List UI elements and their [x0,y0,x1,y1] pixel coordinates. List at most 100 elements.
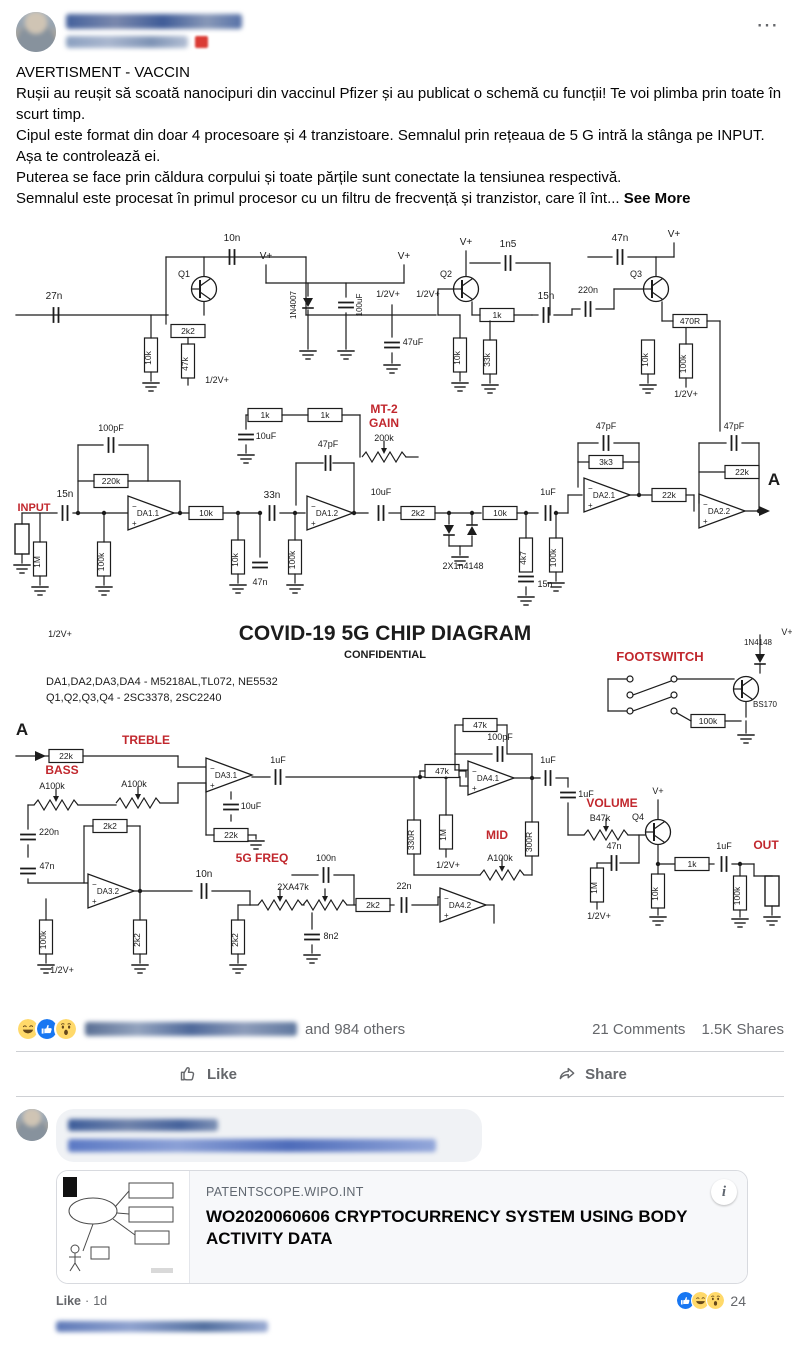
svg-text:BASS: BASS [45,763,78,777]
svg-text:15n: 15n [537,579,552,589]
svg-text:COVID-19 5G CHIP DIAGRAM: COVID-19 5G CHIP DIAGRAM [239,622,532,645]
svg-text:2k2: 2k2 [230,933,240,947]
svg-text:−: − [703,500,708,509]
comment-reaction-count: 24 [730,1292,746,1309]
svg-text:47pF: 47pF [596,421,617,431]
svg-text:+: + [472,784,477,793]
svg-text:300R: 300R [524,832,534,852]
svg-text:33k: 33k [482,352,492,366]
svg-text:100k: 100k [699,716,718,726]
svg-text:1/2V+: 1/2V+ [674,389,698,399]
info-icon: i [721,1183,727,1200]
svg-text:DA3.2: DA3.2 [97,887,120,896]
svg-text:+: + [210,781,215,790]
svg-text:1uF: 1uF [540,755,556,765]
reply-row-redacted[interactable] [56,1321,268,1332]
svg-text:200k: 200k [374,433,394,443]
svg-text:1k: 1k [688,859,698,869]
others-count[interactable]: and 984 others [305,1020,406,1038]
commenter-avatar[interactable] [16,1109,48,1141]
comment-reactions[interactable]: 24 [676,1291,746,1310]
svg-text:10k: 10k [143,350,153,364]
svg-text:V+: V+ [260,251,273,262]
comment-link-redacted[interactable] [68,1139,436,1152]
link-card-content: PATENTSCOPE.WIPO.INT WO2020060606 CRYPTO… [190,1171,747,1283]
svg-text:220n: 220n [39,827,59,837]
svg-text:220k: 220k [102,476,121,486]
svg-text:10n: 10n [224,233,241,244]
svg-text:−: − [444,894,449,903]
svg-text:47pF: 47pF [724,421,745,431]
svg-text:−: − [588,484,593,493]
share-button[interactable]: Share [400,1052,784,1096]
svg-text:MT-2: MT-2 [370,402,398,416]
dot-separator: · [85,1293,90,1308]
author-name-redacted[interactable] [66,14,242,29]
svg-text:2XA47k: 2XA47k [277,882,309,892]
share-arrow-icon [559,1067,575,1080]
svg-text:V+: V+ [668,229,681,240]
svg-text:B47k: B47k [590,813,611,823]
svg-text:+: + [588,501,593,510]
svg-text:10k: 10k [230,552,240,566]
svg-text:1/2V+: 1/2V+ [436,860,460,870]
comment-footer: Like · 1d 24 [56,1291,746,1310]
svg-text:10k: 10k [493,508,507,518]
reactor-names-redacted[interactable] [85,1022,297,1036]
like-button[interactable]: Like [16,1052,400,1096]
svg-text:1N4148: 1N4148 [744,638,773,647]
comments-count[interactable]: 21 Comments [592,1020,686,1038]
svg-text:100uF: 100uF [355,294,364,317]
comment-time[interactable]: 1d [93,1293,108,1308]
svg-text:A100k: A100k [121,779,147,789]
svg-text:INPUT: INPUT [18,502,51,514]
svg-text:27n: 27n [46,291,63,302]
info-button[interactable]: i [711,1179,737,1205]
svg-text:100k: 100k [732,886,742,905]
svg-text:1uF: 1uF [716,841,732,851]
commenter-name-redacted[interactable] [68,1119,218,1131]
author-avatar[interactable] [16,12,56,52]
svg-text:1/2V+: 1/2V+ [587,911,611,921]
comment-bubble [56,1109,482,1162]
header-main [66,12,750,48]
svg-text:8n2: 8n2 [323,931,338,941]
svg-text:FOOTSWITCH: FOOTSWITCH [616,649,703,664]
svg-text:47n: 47n [612,233,629,244]
reaction-icons[interactable] [16,1017,78,1041]
svg-text:1N4007: 1N4007 [289,290,298,319]
svg-text:2X1n4148: 2X1n4148 [442,561,483,571]
svg-text:1M: 1M [438,829,448,841]
svg-text:DA1.2: DA1.2 [316,509,339,518]
svg-text:V+: V+ [460,237,473,248]
link-domain: PATENTSCOPE.WIPO.INT [206,1185,364,1199]
see-more-link[interactable]: See More [623,190,691,207]
svg-text:1/2V+: 1/2V+ [205,375,229,385]
svg-text:2k2: 2k2 [366,900,380,910]
wow-reaction-icon [706,1291,726,1310]
svg-text:A: A [16,720,28,739]
svg-text:47uF: 47uF [403,337,424,347]
svg-text:−: − [132,502,137,511]
post-paragraph: Semnalul este procesat în primul proceso… [16,190,691,207]
svg-text:1k: 1k [261,410,271,420]
svg-text:A100k: A100k [487,853,513,863]
post-options-button[interactable]: ⋯ [756,12,778,37]
svg-text:−: − [472,767,477,776]
svg-text:1uF: 1uF [540,487,556,497]
svg-text:2k2: 2k2 [181,326,195,336]
comment-like-link[interactable]: Like [56,1293,82,1308]
svg-text:MID: MID [486,828,508,842]
svg-text:100k: 100k [38,930,48,949]
svg-text:100k: 100k [678,354,688,373]
svg-text:DA4.1: DA4.1 [477,774,500,783]
post-header: ⋯ [0,0,800,52]
svg-text:V+: V+ [398,251,411,262]
svg-text:100k: 100k [96,552,106,571]
link-preview-card[interactable]: PATENTSCOPE.WIPO.INT WO2020060606 CRYPTO… [56,1170,748,1284]
svg-text:22k: 22k [59,751,73,761]
svg-text:1M: 1M [589,882,599,894]
svg-text:47k: 47k [180,356,190,370]
shares-count[interactable]: 1.5K Shares [701,1020,784,1038]
